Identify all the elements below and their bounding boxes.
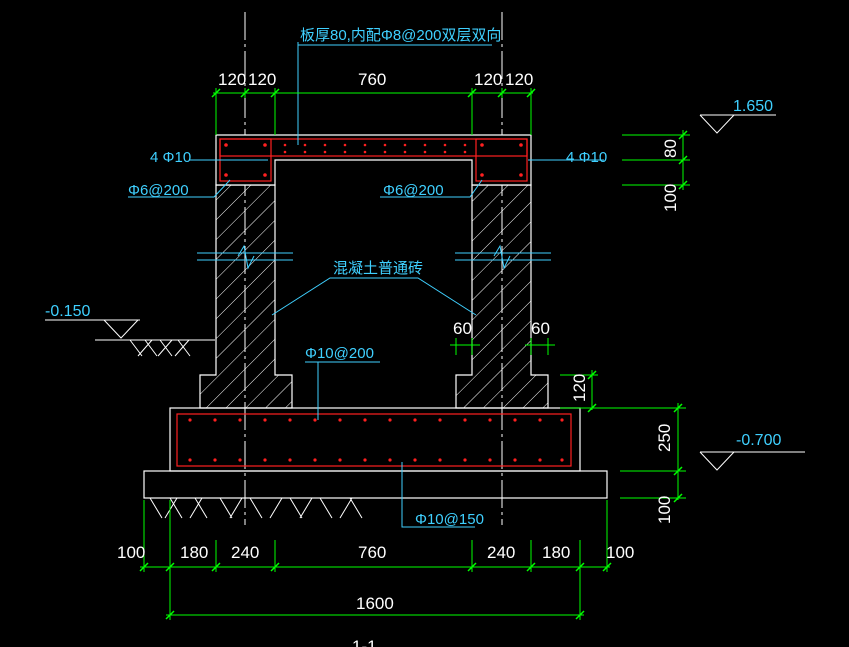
dim-text: 100 [661, 184, 680, 212]
bottom-slab-rebar [176, 413, 572, 467]
bottom-slab-rebar-dots [188, 418, 564, 462]
leader-lines [128, 42, 604, 528]
break-lines [197, 244, 551, 270]
dim-text: 120 [570, 374, 589, 402]
rebar-right-label: 4 Φ10 [566, 149, 607, 166]
stirrup-right-label: Φ6@200 [383, 182, 444, 199]
level-right-label: -0.700 [736, 432, 781, 449]
dim-text: 100 [117, 543, 145, 562]
slab-note: 板厚80,内配Φ8@200双层双向 [300, 26, 501, 44]
dim-text: 100 [655, 496, 674, 524]
dimension-ticks [139, 88, 688, 620]
dim-text: 250 [655, 424, 674, 452]
level-marker-left [45, 319, 140, 339]
top-rebar-dots [224, 143, 523, 177]
dim-total: 1600 [356, 594, 394, 613]
stirrup-left-label: Φ6@200 [128, 182, 189, 199]
section-label: 1-1 [352, 637, 377, 647]
dim-text: 60 [453, 319, 472, 338]
rebar-left-label: 4 Φ10 [150, 149, 191, 166]
bottom-rebar-upper-label: Φ10@200 [305, 345, 374, 362]
dim-text: 180 [180, 543, 208, 562]
right-wall [455, 184, 549, 409]
dim-text: 120 [218, 70, 246, 89]
dim-text: 80 [661, 139, 680, 158]
bottom-slab [169, 407, 581, 472]
dim-text: 180 [542, 543, 570, 562]
dim-text: 60 [531, 319, 550, 338]
left-wall [199, 184, 293, 409]
top-slab [215, 134, 532, 186]
foundation-base [143, 470, 608, 499]
dim-text: 120 [474, 70, 502, 89]
level-top-label: 1.650 [733, 98, 773, 115]
wall-material-label: 混凝土普通砖 [333, 260, 423, 277]
dim-text: 760 [358, 543, 386, 562]
dim-text: 120 [248, 70, 276, 89]
bottom-rebar-lower-label: Φ10@150 [415, 511, 484, 528]
dim-text: 760 [358, 70, 386, 89]
level-marker-top [699, 114, 776, 134]
dim-text: 100 [606, 543, 634, 562]
right-beam-rebar [475, 138, 528, 182]
dim-text: 120 [505, 70, 533, 89]
ground-hatch [95, 339, 363, 519]
dim-text: 240 [231, 543, 259, 562]
level-marker-right [699, 451, 805, 471]
dim-text: 240 [487, 543, 515, 562]
level-left-label: -0.150 [45, 303, 90, 320]
